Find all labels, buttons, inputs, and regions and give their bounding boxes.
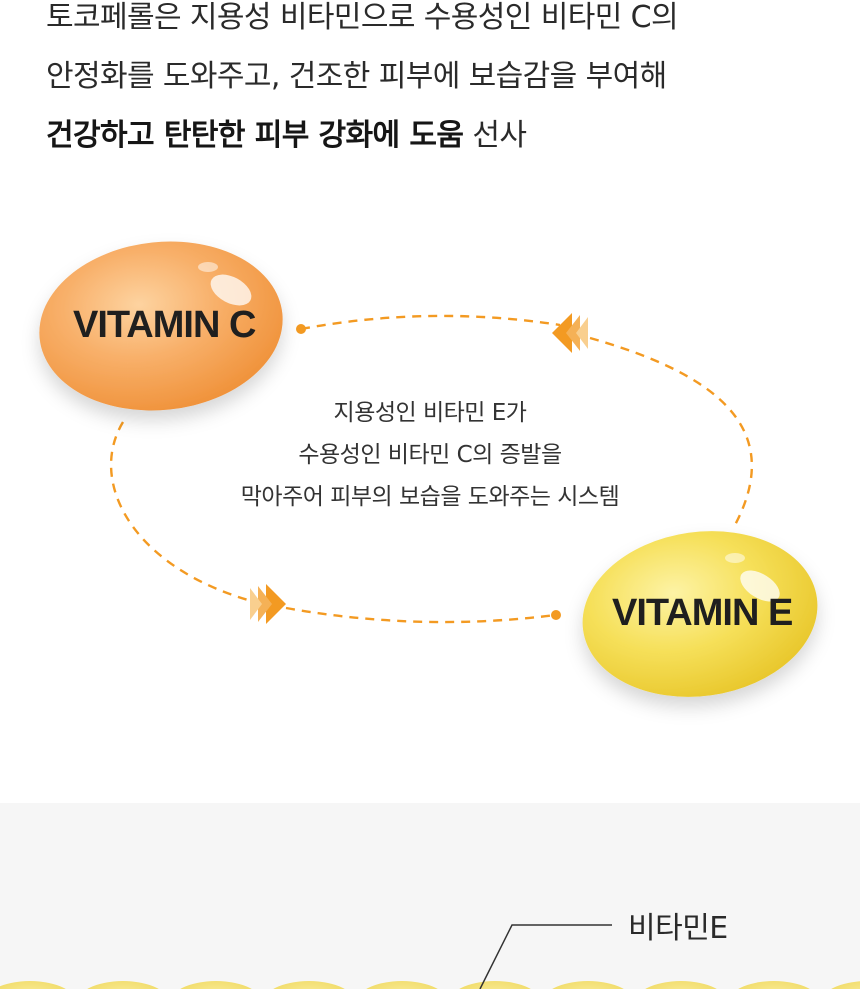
capsule-row — [0, 981, 860, 989]
vitamin-e-label: VITAMIN E — [612, 592, 793, 634]
dashed-line-left — [109, 421, 249, 602]
cycle-description: 지용성인 비타민 E가 수용성인 비타민 C의 증발을 막아주어 피부의 보습을… — [180, 392, 680, 518]
intro-text: 토코페롤은 지용성 비타민으로 수용성인 비타민 C의 안정화를 도와주고, 건… — [46, 0, 846, 165]
dashed-line-bottom — [285, 606, 557, 624]
cycle-dot-bottom — [551, 610, 561, 620]
intro-line-2: 안정화를 도와주고, 건조한 피부에 보습감을 부여해 — [46, 59, 667, 94]
cycle-description-line-2: 수용성인 비타민 C의 증발을 — [298, 442, 562, 468]
cycle-dot-top — [296, 324, 306, 334]
intro-line-3-rest: 선사 — [463, 118, 527, 153]
vitamin-c-label: VITAMIN C — [73, 304, 256, 346]
cycle-description-line-1: 지용성인 비타민 E가 — [333, 400, 527, 426]
vitamin-e-callout-label: 비타민E — [628, 911, 728, 946]
vitamin-e-highlight — [740, 570, 780, 602]
arrow-right-icon — [250, 584, 286, 624]
cycle-dashed-lines — [109, 314, 753, 624]
intro-bold-phrase: 건강하고 탄탄한 피부 강화에 도움 — [46, 118, 464, 153]
vitamin-cycle-diagram — [39, 241, 818, 697]
arrow-left-icon — [552, 313, 588, 353]
dashed-line-top — [300, 314, 561, 331]
vitamin-c-highlight — [210, 274, 252, 306]
detail-section — [0, 803, 860, 989]
intro-line-1: 토코페롤은 지용성 비타민으로 수용성인 비타민 C의 — [46, 0, 679, 35]
dashed-line-right — [589, 336, 753, 526]
callout-line — [479, 924, 612, 989]
intro-line-3: 건강하고 탄탄한 피부 강화에 도움 선사 — [46, 106, 846, 165]
cycle-description-line-3: 막아주어 피부의 보습을 도와주는 시스템 — [240, 484, 620, 510]
capsule-row-illustration — [0, 924, 860, 989]
